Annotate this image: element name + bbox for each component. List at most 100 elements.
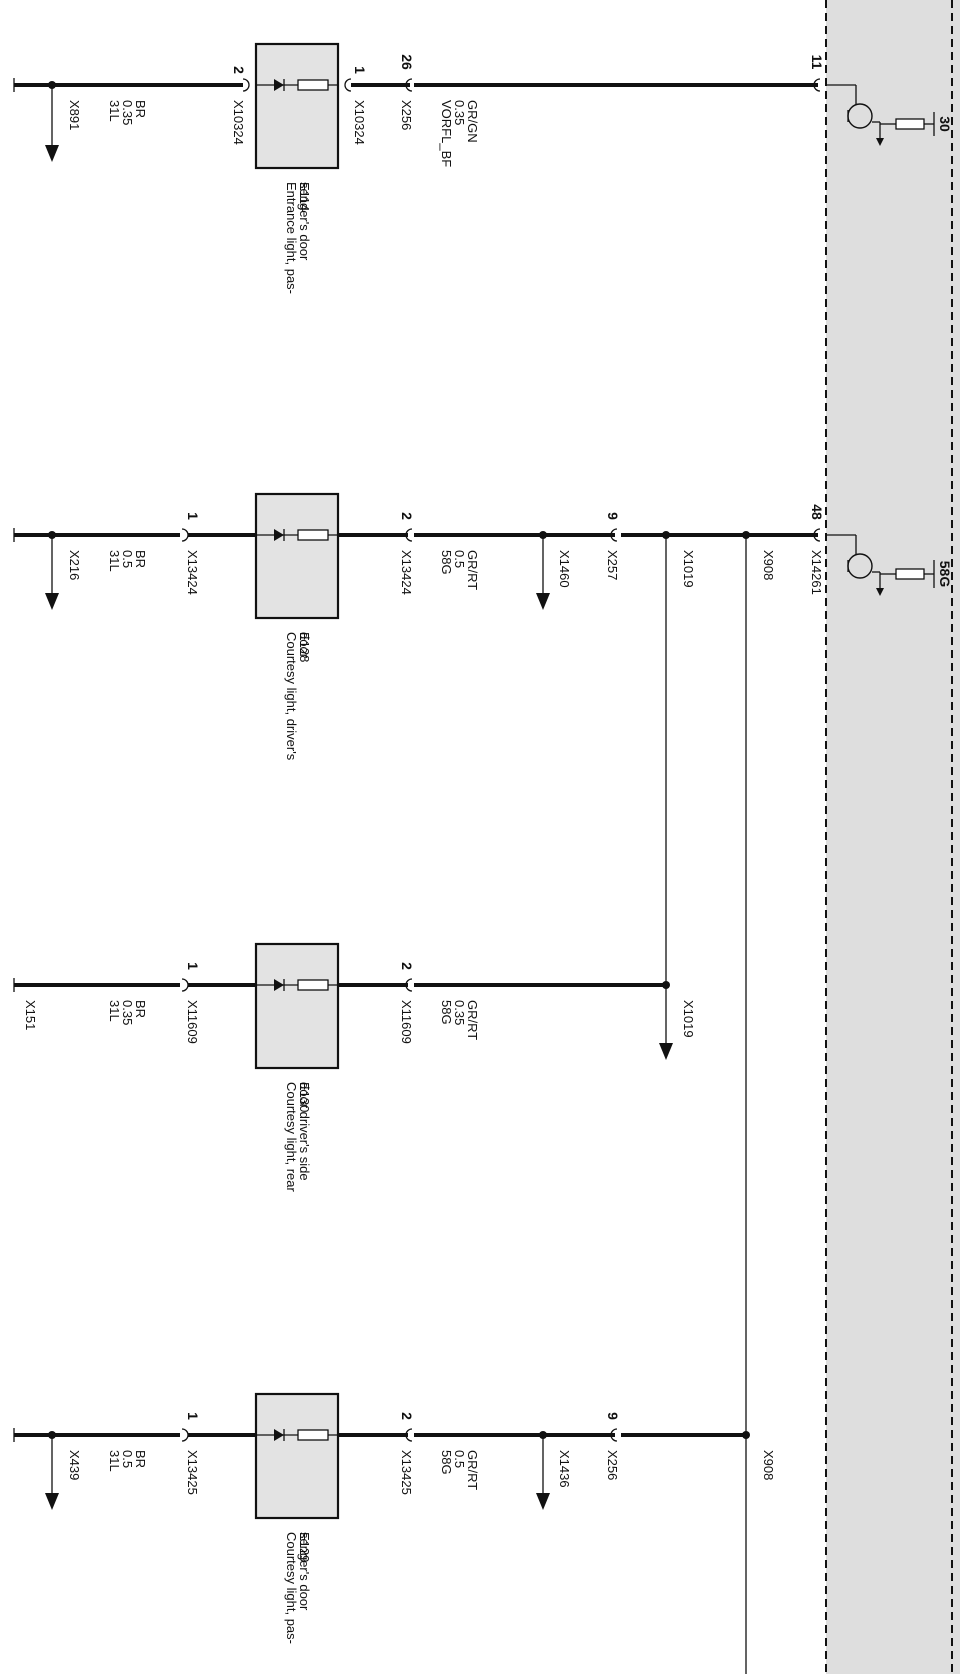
wire-gauge: 0.35: [452, 1000, 467, 1025]
wire-name: 31L: [107, 100, 122, 122]
connector-right: X11609: [399, 1000, 414, 1044]
connector-left-symbol: [181, 1428, 189, 1442]
feed-connector-symbol: [405, 78, 413, 92]
resistor-icon: [297, 79, 329, 91]
branch-arrow-icon: [659, 1043, 673, 1060]
wire-gauge: 0.35: [120, 1000, 135, 1025]
ground-connector: X151: [23, 1000, 38, 1030]
wire-gauge: 0.5: [452, 1450, 467, 1468]
led-icon: [274, 979, 284, 991]
feed-connector: X256: [605, 1450, 620, 1480]
module-pin: 11: [809, 55, 825, 70]
connector-right: X10324: [352, 100, 367, 145]
connector-right-symbol: [405, 978, 413, 992]
circuit-e114: 2 X10324 1 X10324 X891 31L 0.35 BR 26 X2…: [13, 42, 821, 294]
connector-left: X10324: [231, 100, 246, 145]
pin-right: 2: [399, 1412, 415, 1420]
feed-connector: X257: [605, 550, 620, 580]
terminal-label: 58G: [937, 561, 953, 588]
connector-left-symbol: [242, 78, 250, 92]
ground-arrow-icon: [45, 1493, 59, 1510]
branch-label: X1019: [681, 1000, 696, 1038]
connector-right-symbol: [405, 528, 413, 542]
ground-arrow-icon: [876, 588, 884, 596]
wire-name: 31L: [107, 1450, 122, 1472]
wire-name: 58G: [439, 550, 454, 575]
ground-connector: X439: [67, 1450, 82, 1480]
splice-arrow-icon: [536, 1493, 550, 1510]
feed-pin: 9: [605, 512, 621, 520]
ground-connector: X216: [67, 550, 82, 580]
component-e128-box[interactable]: [254, 492, 340, 620]
splice-connector: X1436: [557, 1450, 572, 1488]
component-e114-box[interactable]: [254, 42, 340, 170]
wire-color: GR/RT: [465, 550, 480, 590]
feed-pin: 26: [399, 54, 415, 70]
circuit-e130: 1 X11609 2 X11609 X151 31L 0.35 BR 58G 0…: [13, 942, 696, 1192]
led-icon: [274, 529, 284, 541]
connector-left: X13425: [185, 1450, 200, 1495]
wire-name: 58G: [439, 1000, 454, 1025]
module-pin: 48: [809, 504, 825, 520]
wire-name: VORFL_BF: [439, 100, 454, 167]
feed-connector-symbol: [610, 1428, 618, 1442]
connector-right-symbol: [405, 1428, 413, 1442]
module-output-1: 11 30: [809, 55, 953, 146]
feed-wire-spec: 58G 0.35 GR/RT: [439, 1000, 480, 1040]
pin-left: 2: [231, 66, 247, 74]
wire-gauge: 0.5: [452, 550, 467, 568]
component-e130-box[interactable]: [254, 942, 340, 1070]
feed-wire-spec: VORFL_BF 0.35 GR/GN: [439, 100, 480, 167]
pin-right: 2: [399, 962, 415, 970]
pin-right: 1: [352, 66, 368, 74]
led-icon: [274, 79, 284, 91]
feed-wire-spec: 58G 0.5 GR/RT: [439, 1450, 480, 1490]
branch-label-1: X1019: [681, 550, 696, 588]
wire-color: BR: [133, 1000, 148, 1018]
feed-wire-spec: 58G 0.5 GR/RT: [439, 550, 480, 590]
component-description: Courtesy light, reardoor driver's side: [284, 1082, 312, 1192]
resistor-icon: [895, 568, 925, 580]
circuit-e129: 1 X13425 2 X13425 X439 31L 0.5 BR 58G 0.…: [13, 1392, 776, 1644]
component-id: E129: [297, 1532, 312, 1562]
resistor-icon: [297, 1429, 329, 1441]
wire-color: GR/RT: [465, 1450, 480, 1490]
wire-name: 31L: [107, 550, 122, 572]
resistor-icon: [297, 979, 329, 991]
wire-gauge: 0.5: [120, 550, 135, 568]
component-e129-box[interactable]: [254, 1392, 340, 1520]
pin-left: 1: [185, 962, 201, 970]
ground-connector: X891: [67, 100, 82, 130]
ground-wire-spec: 31L 0.35 BR: [107, 100, 148, 125]
connector-right-symbol: [344, 78, 352, 92]
component-id: E130: [297, 1082, 312, 1112]
ground-wire-spec: 31L 0.5 BR: [107, 550, 148, 572]
component-description: Courtesy light, driver'sdoor: [284, 632, 312, 761]
ground-arrow-icon: [45, 145, 59, 162]
ground-wire-spec: 31L 0.35 BR: [107, 1000, 148, 1025]
module-connector-symbol: [813, 78, 821, 92]
connector-left-symbol: [181, 528, 189, 542]
wire-name: 31L: [107, 1000, 122, 1022]
branch-label-2: X908: [761, 550, 776, 580]
control-module: [825, 0, 960, 1674]
feed-connector: X256: [399, 100, 414, 130]
wire-color: GR/RT: [465, 1000, 480, 1040]
module-connector: X14261: [809, 550, 824, 595]
branch-label: X908: [761, 1450, 776, 1480]
wire-gauge: 0.5: [120, 1450, 135, 1468]
ground-arrow-icon: [45, 593, 59, 610]
splice-arrow-icon: [536, 593, 550, 610]
component-description: Entrance light, pas-senger's door: [284, 182, 312, 294]
wire-name: 58G: [439, 1450, 454, 1475]
connector-left-symbol: [181, 978, 189, 992]
pin-left: 1: [185, 512, 201, 520]
wire-gauge: 0.35: [452, 100, 467, 125]
connector-left: X13424: [185, 550, 200, 595]
wire-color: BR: [133, 1450, 148, 1468]
branch-node: [742, 1431, 750, 1439]
connector-left: X11609: [185, 1000, 200, 1044]
ground-wire-spec: 31L 0.5 BR: [107, 1450, 148, 1472]
module-panel: [826, 0, 960, 1674]
